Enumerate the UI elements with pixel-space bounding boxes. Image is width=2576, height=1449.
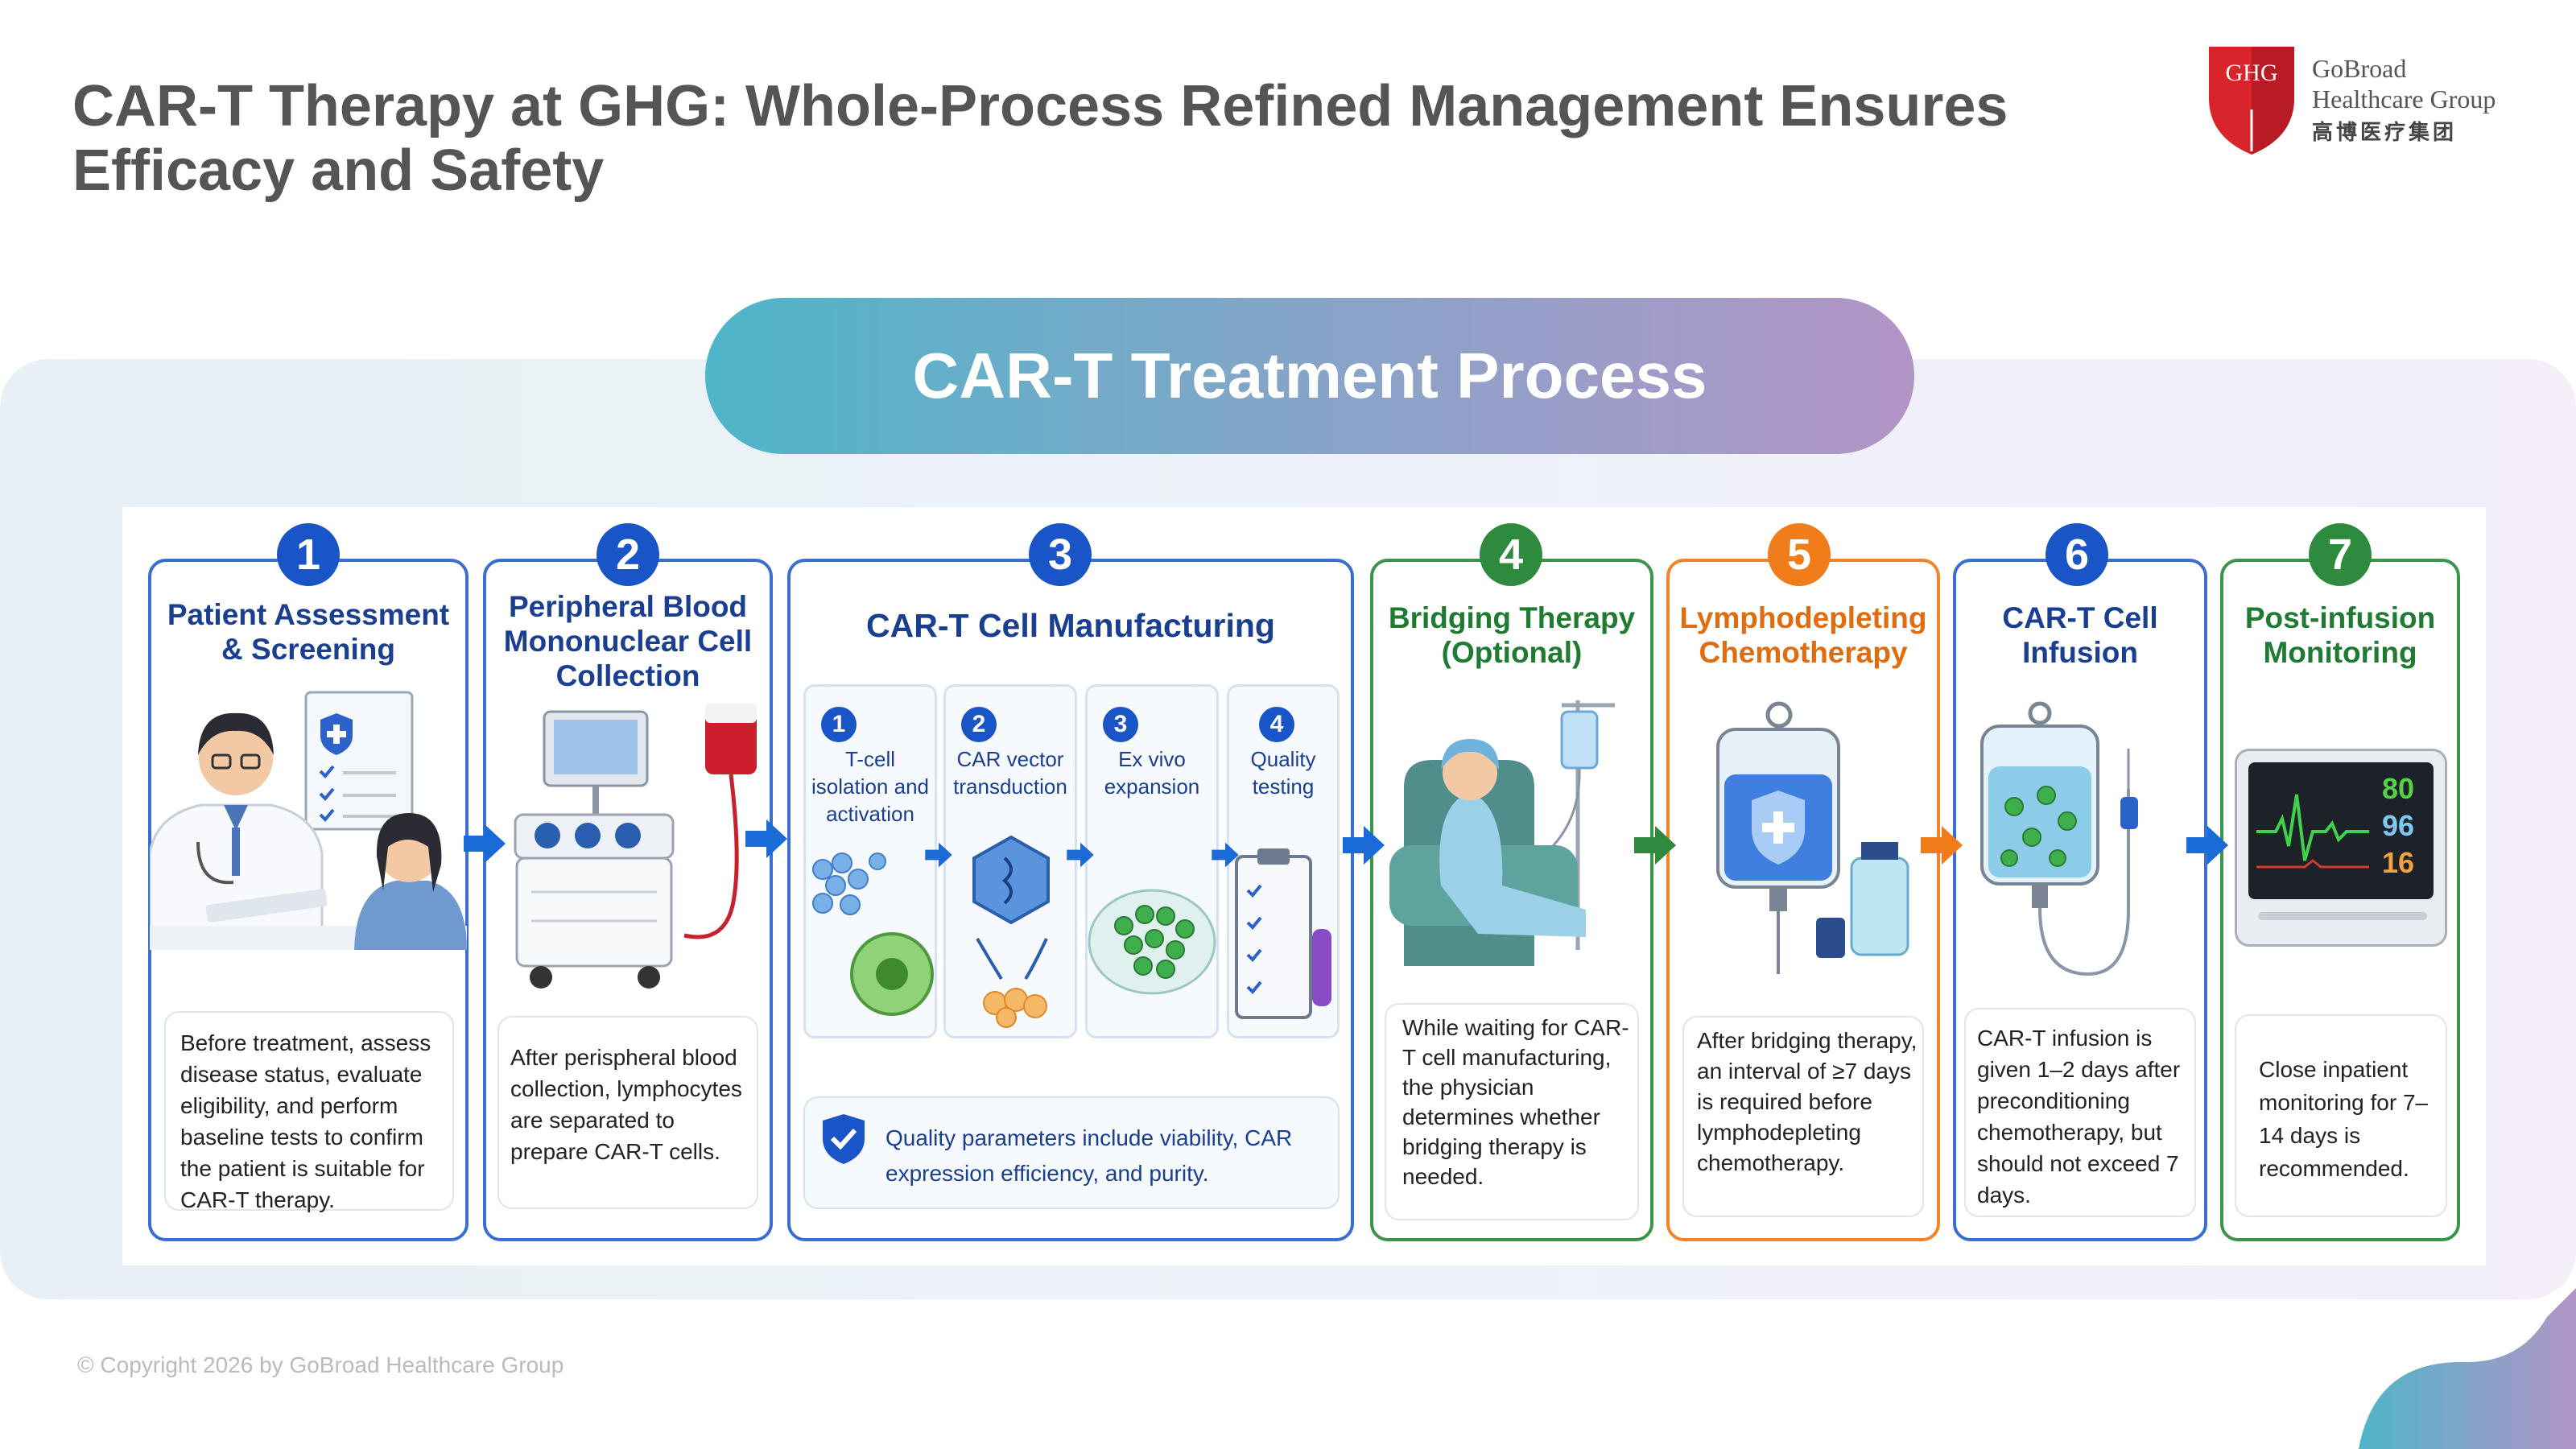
substep-2-badge: 2 (961, 707, 997, 742)
step-2-badge: 2 (597, 523, 659, 586)
shield-logo-icon (2209, 47, 2294, 155)
arrow-right-icon (925, 842, 952, 868)
step-6-badge: 6 (2046, 523, 2108, 586)
substep-3-label-line2: expansion (1104, 774, 1200, 799)
step-1-description: Before treatment, assess disease status,… (164, 1011, 454, 1212)
step-4-badge: 4 (1480, 523, 1542, 586)
logo-shield-text: GHG (2225, 60, 2278, 86)
chemotherapy-bag-illustration (1716, 701, 1909, 974)
arrow-right-icon (1634, 826, 1676, 865)
step-1-title: Patient Assessment & Screening (148, 597, 469, 667)
substep-2-label-line1: CAR vector (956, 747, 1064, 771)
arrow-right-icon (464, 824, 506, 863)
step-5-description: After bridging therapy, an interval of ≥… (1682, 1016, 1924, 1217)
copyright-text: © Copyright 2026 by GoBroad Healthcare G… (77, 1352, 564, 1377)
logo-name: GoBroad Healthcare Group (2312, 53, 2496, 114)
step-5-title: Lymphodepleting Chemotherapy (1666, 601, 1940, 670)
process-title-pill: CAR-T Treatment Process (705, 298, 1914, 454)
logo-name-cn: 高博医疗集团 (2312, 121, 2458, 145)
quality-shield-check-icon (823, 1114, 865, 1164)
substep-1-badge: 1 (821, 707, 857, 742)
monitor-screen (2248, 762, 2434, 899)
step-6-title-line2: Infusion (2022, 636, 2138, 669)
arrow-right-icon (1921, 826, 1963, 865)
step-5-badge: 5 (1768, 523, 1831, 586)
ghg-logo: GHG GoBroad Healthcare Group 高博医疗集团 (2206, 42, 2544, 163)
page-title: CAR-T Therapy at GHG: Whole-Process Refi… (72, 74, 2008, 203)
step-1-title-line2: & Screening (221, 633, 395, 666)
substep-4-badge: 4 (1259, 707, 1294, 742)
step-1-title-line1: Patient Assessment (167, 598, 450, 631)
ecg-waveform-icon (2256, 794, 2369, 869)
monitor-controls (2258, 912, 2427, 920)
step-2-description: After perispheral blood collection, lymp… (497, 1016, 758, 1209)
monitor-value-1: 80 (2382, 772, 2415, 805)
quality-checklist-icon (1235, 848, 1331, 1019)
step-3-badge: 3 (1029, 523, 1092, 586)
step-4-title-line2: (Optional) (1441, 636, 1583, 669)
substep-4-label: Quality testing (1227, 745, 1340, 800)
monitor-value-3: 16 (2382, 846, 2415, 879)
substep-4-label-line2: testing (1252, 774, 1315, 799)
arrow-right-icon (2186, 826, 2228, 865)
step-6-description: CAR-T infusion is given 1–2 days after p… (1964, 1008, 2196, 1217)
substep-3-badge: 3 (1103, 707, 1138, 742)
substep-3-label: Ex vivo expansion (1085, 745, 1219, 800)
step-6-title-line1: CAR-T Cell (2002, 601, 2158, 634)
arrow-right-icon (745, 819, 787, 858)
substep-1-label: T-cell isolation and activation (803, 745, 937, 828)
doctor-patient-illustration (150, 691, 467, 950)
step-2-title: Peripheral Blood Mononuclear Cell Collec… (483, 589, 773, 693)
step-2-title-line3: Collection (555, 659, 700, 692)
step-5-title-line1: Lymphodepleting (1679, 601, 1927, 634)
substep-1-label-line3: activation (826, 802, 914, 826)
step-4-title: Bridging Therapy (Optional) (1370, 601, 1653, 670)
step-2-title-line2: Mononuclear Cell (503, 625, 753, 658)
viral-vector-icon (972, 835, 1050, 1028)
substep-1-label-line1: T-cell (844, 747, 896, 771)
step-7-title-line2: Monitoring (2263, 636, 2417, 669)
t-cell-icon (812, 852, 934, 1016)
arrow-right-icon (1343, 826, 1385, 865)
step-7-title: Post-infusion Monitoring (2220, 601, 2460, 670)
step-3-title: CAR-T Cell Manufacturing (866, 607, 1275, 644)
apheresis-machine-illustration (514, 704, 757, 989)
substep-3-label-line1: Ex vivo (1118, 747, 1186, 771)
monitor-value-2: 96 (2382, 809, 2415, 842)
step-5-title-line2: Chemotherapy (1699, 636, 1908, 669)
logo-name-line2: Healthcare Group (2312, 85, 2496, 114)
patient-iv-chair-illustration (1389, 700, 1615, 966)
process-title: CAR-T Treatment Process (912, 340, 1707, 411)
substep-1-label-line2: isolation and (811, 774, 929, 799)
step-7-title-line1: Post-infusion (2244, 601, 2436, 634)
logo-name-line1: GoBroad (2312, 54, 2407, 83)
step-3-description: Quality parameters include viability, CA… (803, 1096, 1340, 1209)
step-7-badge: 7 (2309, 523, 2372, 586)
substep-2-label: CAR vector transduction (943, 745, 1077, 800)
substep-4-label-line1: Quality (1250, 747, 1316, 771)
vital-signs-monitor: 80 96 16 (2235, 749, 2447, 947)
step-6-title: CAR-T Cell Infusion (1953, 601, 2207, 670)
step-2-title-line1: Peripheral Blood (508, 590, 748, 623)
step-1-badge: 1 (277, 523, 340, 586)
substep-2-label-line2: transduction (953, 774, 1067, 799)
arrow-right-icon (1212, 842, 1239, 868)
corner-wave-decoration (2359, 1288, 2576, 1449)
cell-culture-dish-icon (1088, 889, 1216, 995)
arrow-right-icon (1067, 842, 1094, 868)
car-t-infusion-bag-illustration (1980, 701, 2138, 976)
step-4-title-line1: Bridging Therapy (1388, 601, 1636, 634)
step-4-description: While waiting for CAR-T cell manufacturi… (1385, 1003, 1639, 1220)
step-7-description: Close inpatient monitoring for 7–14 days… (2235, 1014, 2447, 1217)
